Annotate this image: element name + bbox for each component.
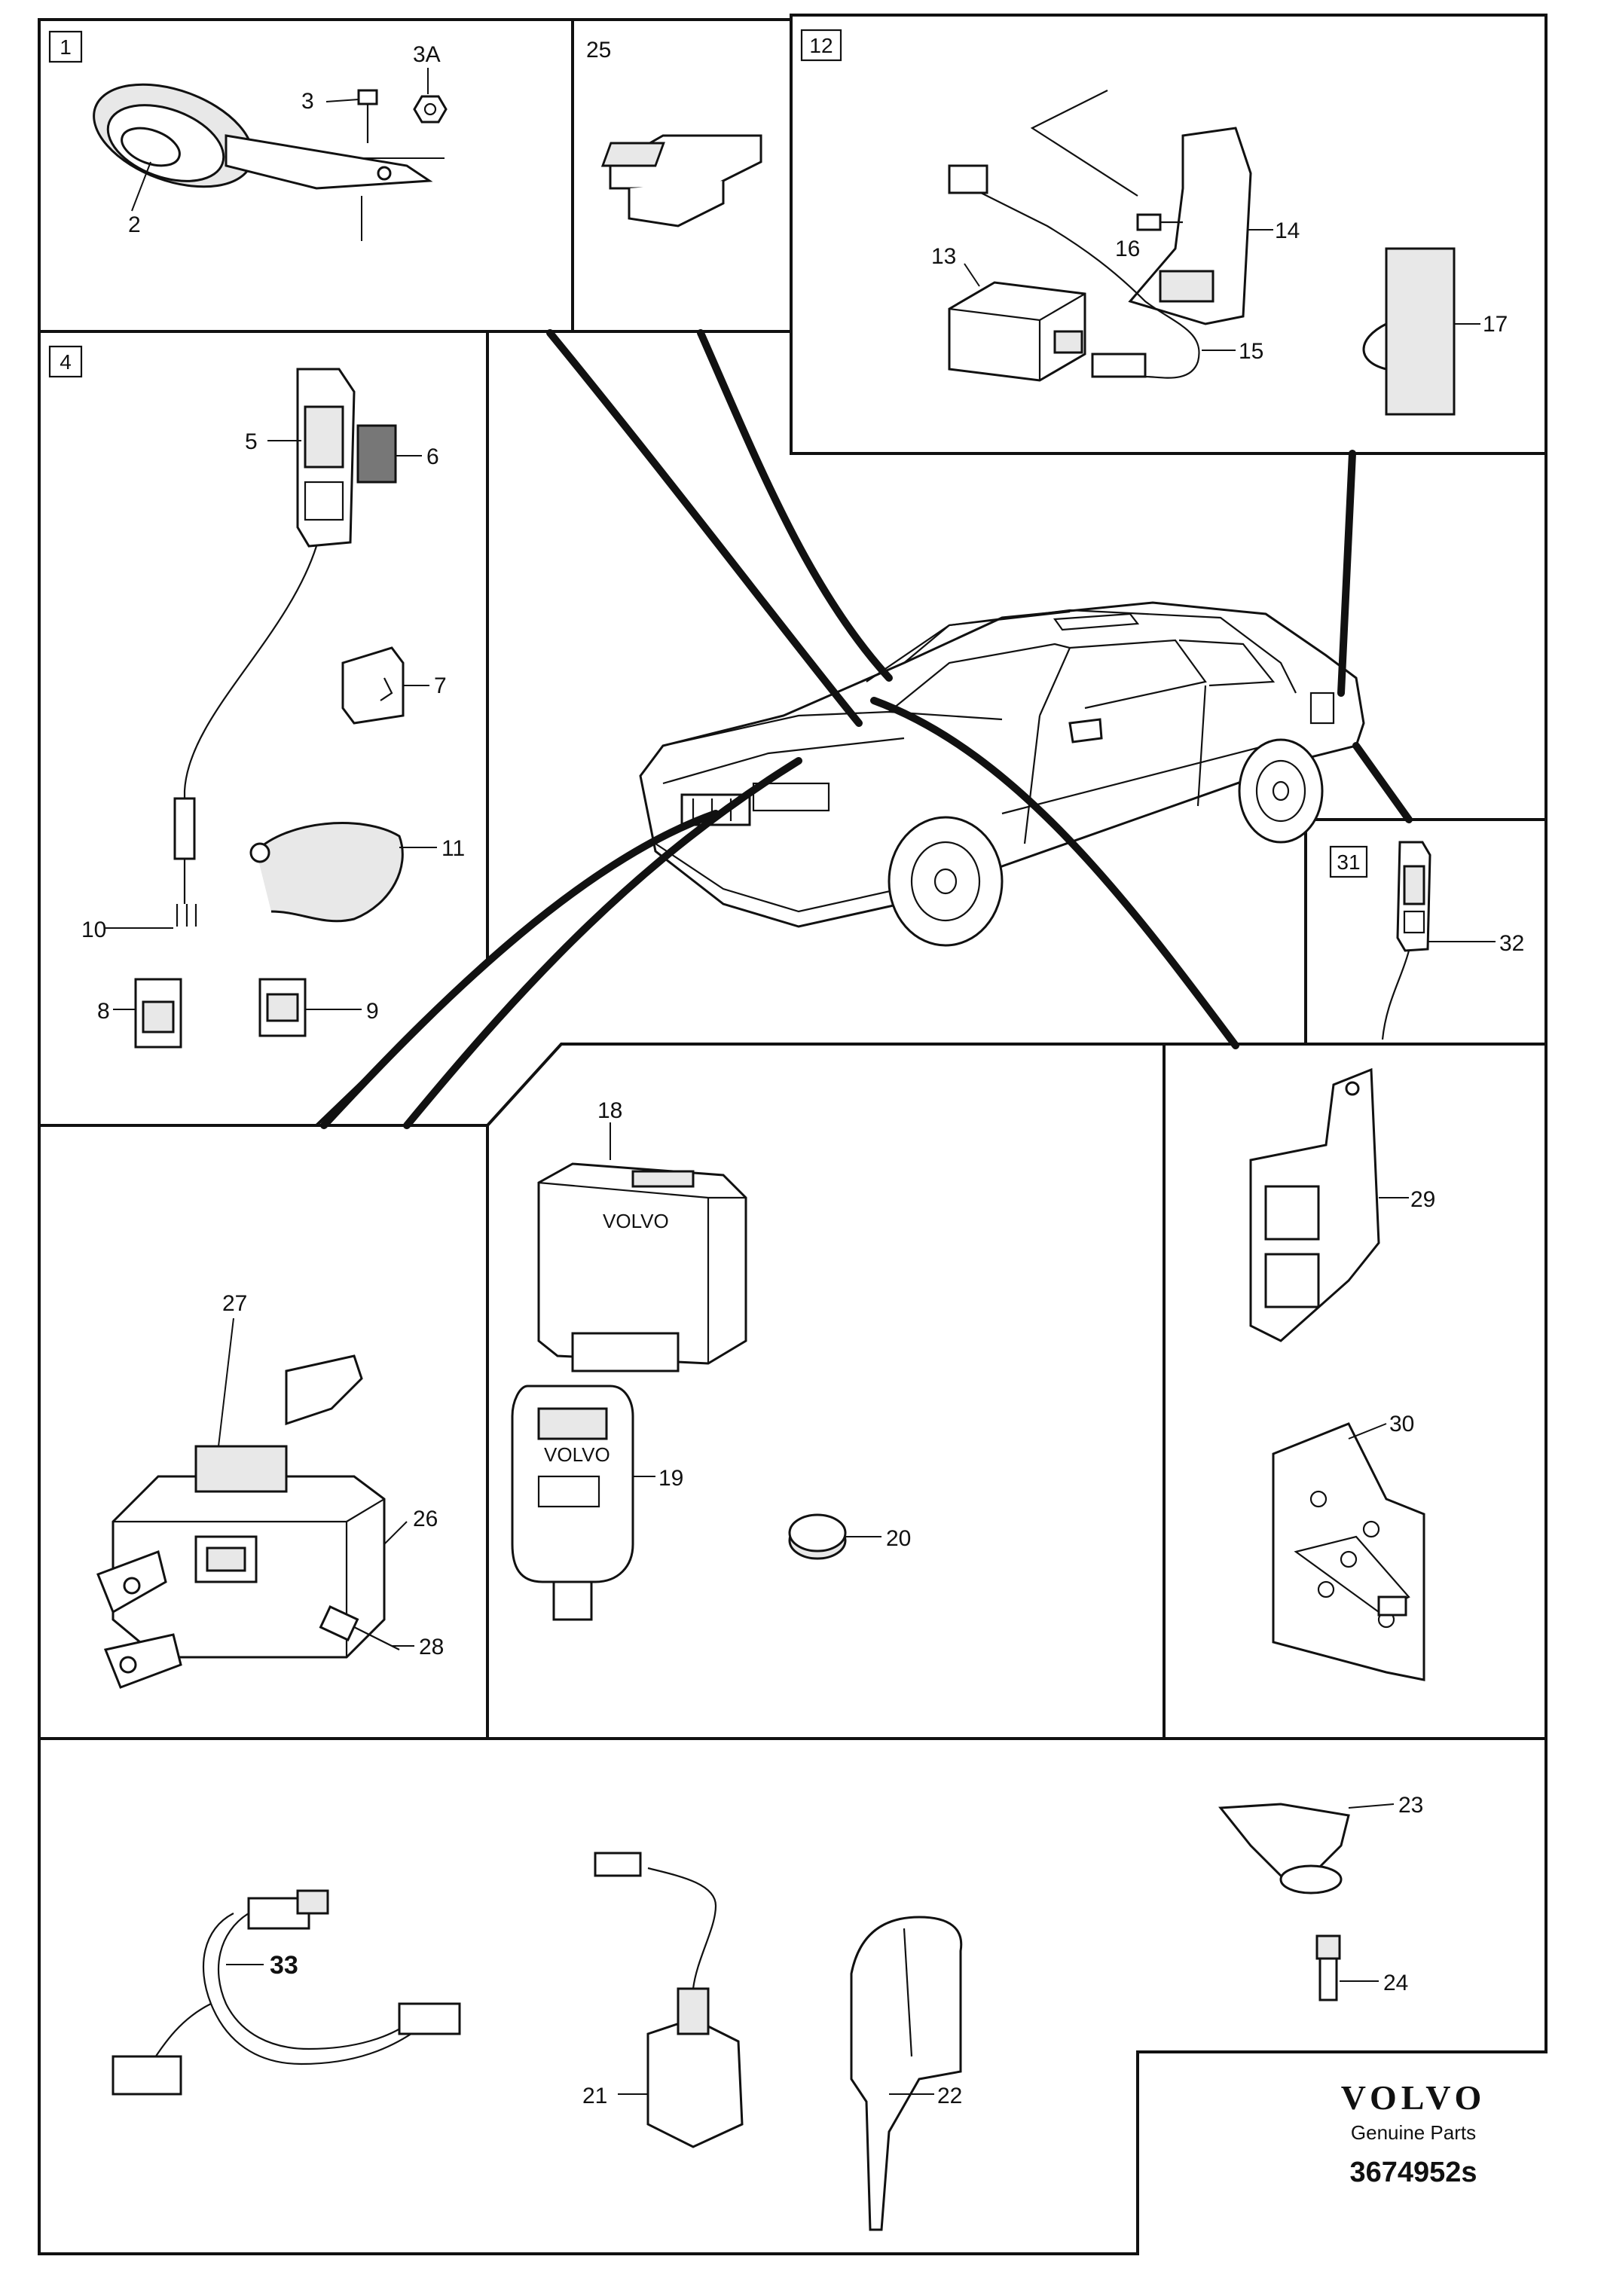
ecu-logo-text: VOLVO <box>603 1210 669 1232</box>
callout-2: 2 <box>128 212 141 237</box>
callout-22: 22 <box>937 2084 962 2108</box>
panel-4-parts <box>105 368 437 1049</box>
panel-label-4: 4 <box>60 350 72 374</box>
callout-8: 8 <box>97 999 110 1024</box>
panel-label-31: 31 <box>1337 850 1360 874</box>
panel-31-parts <box>1381 841 1496 1040</box>
callout-6: 6 <box>426 444 439 469</box>
volvo-logo-text: VOLVO <box>1341 2078 1486 2117</box>
panel-12-parts <box>948 90 1480 416</box>
diagram-code: 3674952s <box>1349 2157 1477 2188</box>
panel-label-1: 1 <box>60 35 72 59</box>
callout-21: 21 <box>582 2084 607 2108</box>
callout-23: 23 <box>1398 1793 1423 1818</box>
callout-14: 14 <box>1275 218 1300 243</box>
callout-26: 26 <box>413 1507 438 1531</box>
genuine-parts-text: Genuine Parts <box>1351 2121 1476 2144</box>
callout-25: 25 <box>586 38 611 63</box>
callout-29: 29 <box>1410 1187 1435 1212</box>
panel-label-12: 12 <box>809 34 833 57</box>
callout-3a: 3A <box>413 42 441 67</box>
siren-assembly <box>93 68 448 241</box>
switch-25 <box>600 134 762 227</box>
callout-7: 7 <box>434 673 447 698</box>
car-illustration <box>639 601 1365 947</box>
callout-10: 10 <box>81 917 106 942</box>
panel-26-parts <box>96 1317 414 1689</box>
callout-18: 18 <box>597 1098 622 1123</box>
callout-15: 15 <box>1239 339 1263 364</box>
panel-18-parts: VOLVO VOLVO <box>511 1122 881 1621</box>
callout-11: 11 <box>441 836 465 861</box>
brand-block: VOLVO Genuine Parts 3674952s <box>1341 2078 1486 2188</box>
remote-logo-text: VOLVO <box>544 1443 610 1466</box>
callout-24: 24 <box>1383 1971 1408 1995</box>
panel-29-parts <box>1249 1067 1425 1681</box>
callout-28: 28 <box>419 1635 444 1659</box>
callout-32: 32 <box>1499 931 1524 956</box>
callout-30: 30 <box>1389 1412 1414 1437</box>
bottom-row-parts <box>112 1803 1395 2231</box>
guide-lines <box>320 329 1413 1129</box>
callout-13: 13 <box>931 244 956 269</box>
callout-9: 9 <box>366 999 379 1024</box>
callout-16: 16 <box>1115 237 1140 261</box>
callout-17: 17 <box>1483 312 1508 337</box>
callout-5: 5 <box>245 429 258 454</box>
callout-19: 19 <box>658 1466 683 1491</box>
callout-20: 20 <box>886 1526 911 1551</box>
callout-3: 3 <box>301 89 314 114</box>
callout-27: 27 <box>222 1291 247 1316</box>
callout-33: 33 <box>270 1951 298 1980</box>
panel-number-boxes: 1 4 12 31 <box>48 29 1368 878</box>
